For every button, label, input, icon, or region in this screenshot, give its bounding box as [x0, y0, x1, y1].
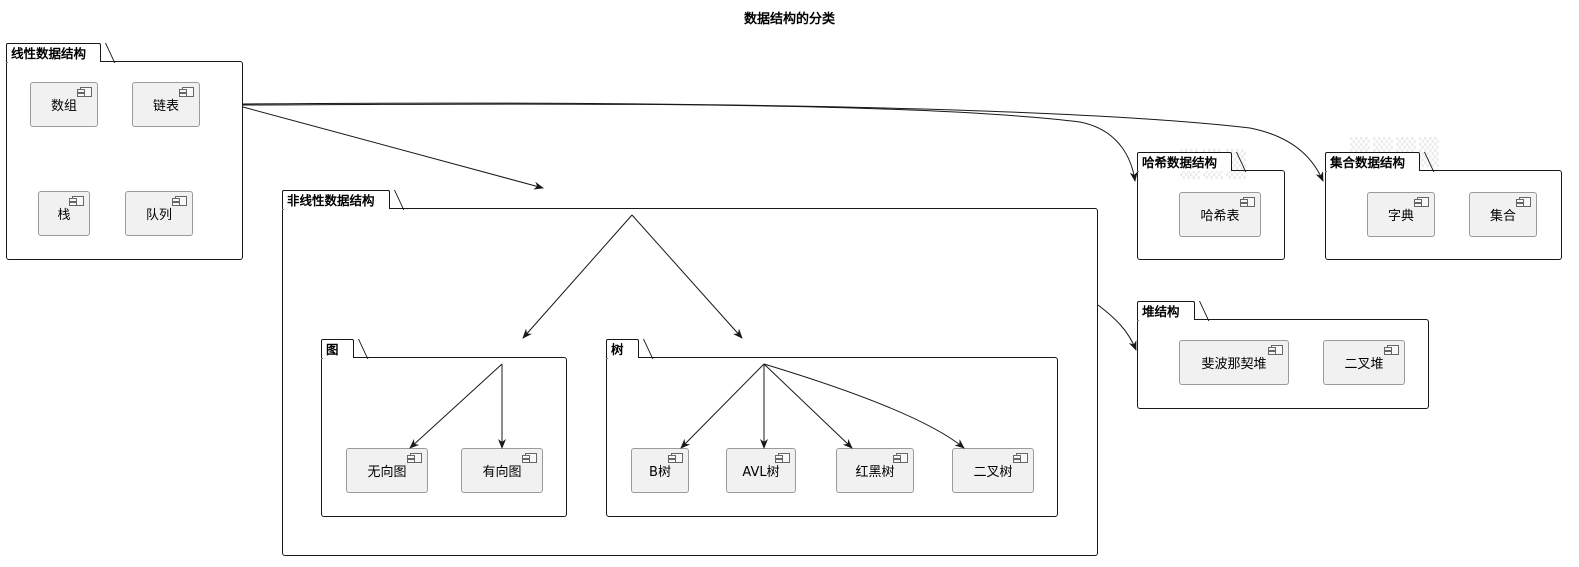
component-icon: [1384, 345, 1399, 355]
component-binary-heap[interactable]: 二叉堆: [1323, 340, 1405, 385]
component-icon: [179, 87, 194, 97]
edge-nonlinear-to-heap: [1097, 304, 1137, 351]
component-icon: [1240, 197, 1255, 207]
component-fibonacci-heap[interactable]: 斐波那契堆: [1179, 340, 1289, 385]
component-queue[interactable]: 队列: [125, 191, 193, 236]
component-array[interactable]: 数组: [30, 82, 98, 127]
component-stack[interactable]: 栈: [38, 191, 90, 236]
component-icon: [893, 453, 908, 463]
component-set[interactable]: 集合: [1469, 192, 1537, 237]
package-heap-label: 堆结构: [1137, 301, 1195, 320]
component-icon: [407, 453, 422, 463]
component-binary-tree[interactable]: 二叉树: [952, 448, 1034, 493]
package-set-label: 集合数据结构: [1325, 152, 1421, 171]
diagram-title: 数据结构的分类: [743, 12, 835, 27]
component-red-black-tree[interactable]: 红黑树: [836, 448, 914, 493]
component-icon: [77, 87, 92, 97]
package-hash-label: 哈希数据结构: [1137, 152, 1233, 171]
component-icon: [172, 196, 187, 206]
package-tree-body: [606, 357, 1058, 517]
component-icon: [69, 196, 84, 206]
component-undirected-graph[interactable]: 无向图: [346, 448, 428, 493]
package-tree-label: 树: [606, 339, 639, 358]
component-icon: [668, 453, 683, 463]
component-icon: [1268, 345, 1283, 355]
component-icon: [1516, 197, 1531, 207]
package-graph-label: 图: [321, 339, 354, 358]
component-icon: [522, 453, 537, 463]
edge-linear-to-nonlinear: [242, 106, 544, 190]
edge-linear-to-hash: [242, 103, 1138, 182]
component-icon: [1013, 453, 1028, 463]
component-avl-tree[interactable]: AVL树: [726, 448, 796, 493]
package-nonlinear-label: 非线性数据结构: [282, 190, 390, 209]
component-dictionary[interactable]: 字典: [1367, 192, 1435, 237]
component-icon: [1414, 197, 1429, 207]
component-directed-graph[interactable]: 有向图: [461, 448, 543, 493]
component-b-tree[interactable]: B树: [631, 448, 689, 493]
component-hash-table[interactable]: 哈希表: [1179, 192, 1261, 237]
package-linear-label: 线性数据结构: [6, 43, 102, 62]
component-linked-list[interactable]: 链表: [132, 82, 200, 127]
package-graph-body: [321, 357, 567, 517]
component-icon: [775, 453, 790, 463]
